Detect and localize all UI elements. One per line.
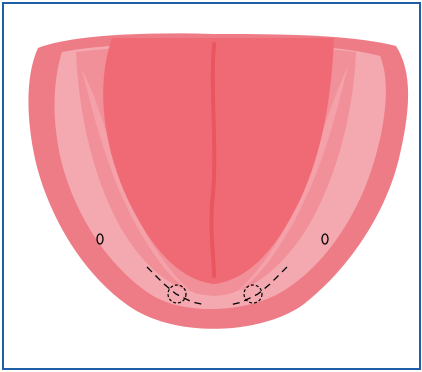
mandible-arch-illustration [4,4,422,372]
